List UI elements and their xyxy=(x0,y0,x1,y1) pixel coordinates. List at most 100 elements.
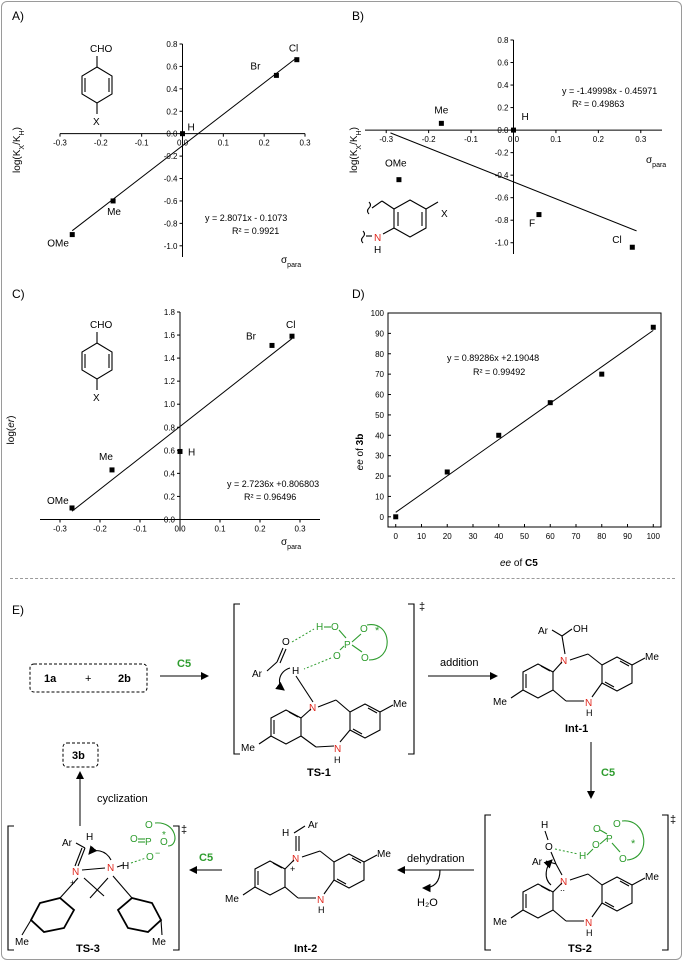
y-tick-label: -0.4 xyxy=(495,171,509,180)
chiral-star-ts2: * xyxy=(631,838,636,850)
o-ring-2: O xyxy=(361,653,369,664)
x-tick-label: -0.2 xyxy=(94,139,108,148)
x-tick-label: 10 xyxy=(417,532,426,541)
x-tick-label: 30 xyxy=(469,532,478,541)
chiral-star-ts1: * xyxy=(375,625,380,637)
panel-label-c: C) xyxy=(12,287,25,301)
point-label: Cl xyxy=(612,235,621,246)
x-tick-label: 0.0 xyxy=(508,135,520,144)
y-tick-label: 0.0 xyxy=(166,130,178,139)
benzaldehyde-structure-c: CHO X xyxy=(81,320,113,404)
h-iminium-int2: H xyxy=(282,828,289,839)
y-tick-label: 90 xyxy=(375,329,384,338)
r-squared: R² = 0.9921 xyxy=(232,226,279,236)
nh-h-bottom-ts1: H xyxy=(334,755,341,765)
y-tick-label: -0.2 xyxy=(495,149,509,158)
fit-equation: y = 2.8071x - 0.1073 xyxy=(205,213,287,223)
x-tick-label: -0.3 xyxy=(379,135,393,144)
o-phosphoryl-ts2: O xyxy=(593,824,601,835)
o-anion-ts3: O xyxy=(146,852,154,863)
x-tick-label: -0.1 xyxy=(464,135,478,144)
aniline-structure-b: X N H xyxy=(360,199,448,256)
h-acid-ts2: H xyxy=(579,851,586,862)
y-tick-label: 0.0 xyxy=(497,126,509,135)
x-tick-label: 50 xyxy=(520,532,529,541)
catalyst-label-1: C5 xyxy=(177,658,191,670)
y-tick-label: -0.6 xyxy=(495,194,509,203)
h-label-ts1: H xyxy=(316,622,323,633)
x-tick-label: 90 xyxy=(623,532,632,541)
x-tick-label: 70 xyxy=(572,532,581,541)
data-point xyxy=(629,244,635,250)
y-tick-label: 0.2 xyxy=(166,107,178,116)
y-tick-label: 0.8 xyxy=(164,423,176,432)
point-label: Me xyxy=(107,207,121,218)
x-tick-label: 0.0 xyxy=(177,139,189,148)
me-ts1-left: Me xyxy=(241,743,255,754)
x-tick-label: 0 xyxy=(393,532,398,541)
ar-label-ts3: Ar xyxy=(62,838,73,849)
y-tick-label: -0.8 xyxy=(164,219,178,228)
y-tick-label: 0.8 xyxy=(166,40,178,49)
data-point xyxy=(110,198,116,204)
catalyst-label-2: C5 xyxy=(601,767,615,779)
y-tick-label: 0.2 xyxy=(164,492,176,501)
y-tick-label: -0.6 xyxy=(164,197,178,206)
x-substituent-label-b: X xyxy=(441,209,448,220)
data-point xyxy=(289,333,295,339)
y-axis-label: log(KX/KH) xyxy=(12,127,26,173)
me-int1-left: Me xyxy=(493,697,507,708)
x-substituent-label-c: X xyxy=(93,393,100,404)
y-tick-label: -1.0 xyxy=(495,239,509,248)
r-squared: R² = 0.99492 xyxy=(473,367,525,377)
y-tick-label: 80 xyxy=(375,350,384,359)
y-axis-label: log(KX/KH) xyxy=(349,127,363,173)
o-hydroxyl-ts2: O xyxy=(545,842,553,853)
x-tick-label: 0.3 xyxy=(299,139,311,148)
reactants-box: 1a + 2b xyxy=(29,663,148,693)
x-tick-label: 80 xyxy=(597,532,606,541)
x-tick-label: 0.0 xyxy=(174,524,186,533)
y-tick-label: 30 xyxy=(375,452,384,461)
fit-equation: y = 0.89286x +2.19048 xyxy=(447,353,539,363)
x-tick-label: 0.1 xyxy=(214,524,226,533)
catalyst-label-3: C5 xyxy=(199,852,213,864)
panel-label-e: E) xyxy=(12,603,24,617)
me-int2-right: Me xyxy=(377,849,391,860)
x-tick-label: 0.1 xyxy=(550,135,562,144)
ar-label-int1: Ar xyxy=(538,626,549,637)
y-tick-label: 0.4 xyxy=(164,469,176,478)
x-tick-label: 0.2 xyxy=(259,139,271,148)
point-label: OMe xyxy=(47,239,69,250)
n-iminium-int2: N xyxy=(292,854,299,865)
data-point xyxy=(547,400,553,406)
nh-h-ts3: H xyxy=(122,861,129,872)
point-label: Me xyxy=(99,452,113,463)
me-ts3-right: Me xyxy=(152,937,166,948)
x-tick-label: 0.2 xyxy=(593,135,605,144)
point-label: H xyxy=(522,112,529,123)
reactant-2b: 2b xyxy=(118,673,131,685)
dagger-ts2: ‡ xyxy=(670,814,676,826)
data-point xyxy=(396,177,402,183)
n-amine-ts3: N xyxy=(107,863,114,874)
o-ring-ts3-b: O xyxy=(160,837,168,848)
lone-pair-ts2: .. xyxy=(560,883,565,893)
y-tick-label: 0 xyxy=(380,513,385,522)
int2-label: Int-2 xyxy=(294,943,317,955)
ts1-label: TS-1 xyxy=(307,767,331,779)
nh-h-ts2: H xyxy=(586,928,593,938)
y-tick-label: 0.4 xyxy=(166,85,178,94)
h-iminium-ts3: H xyxy=(86,832,93,843)
data-point xyxy=(177,448,183,454)
x-tick-label: 60 xyxy=(546,532,555,541)
y-tick-label: 1.2 xyxy=(164,377,176,386)
nh-h-int1: H xyxy=(586,708,593,718)
fit-line xyxy=(395,329,654,513)
o-ring-ts2-a: O xyxy=(619,854,627,865)
y-tick-label: 0.6 xyxy=(164,446,176,455)
data-point xyxy=(393,514,399,520)
